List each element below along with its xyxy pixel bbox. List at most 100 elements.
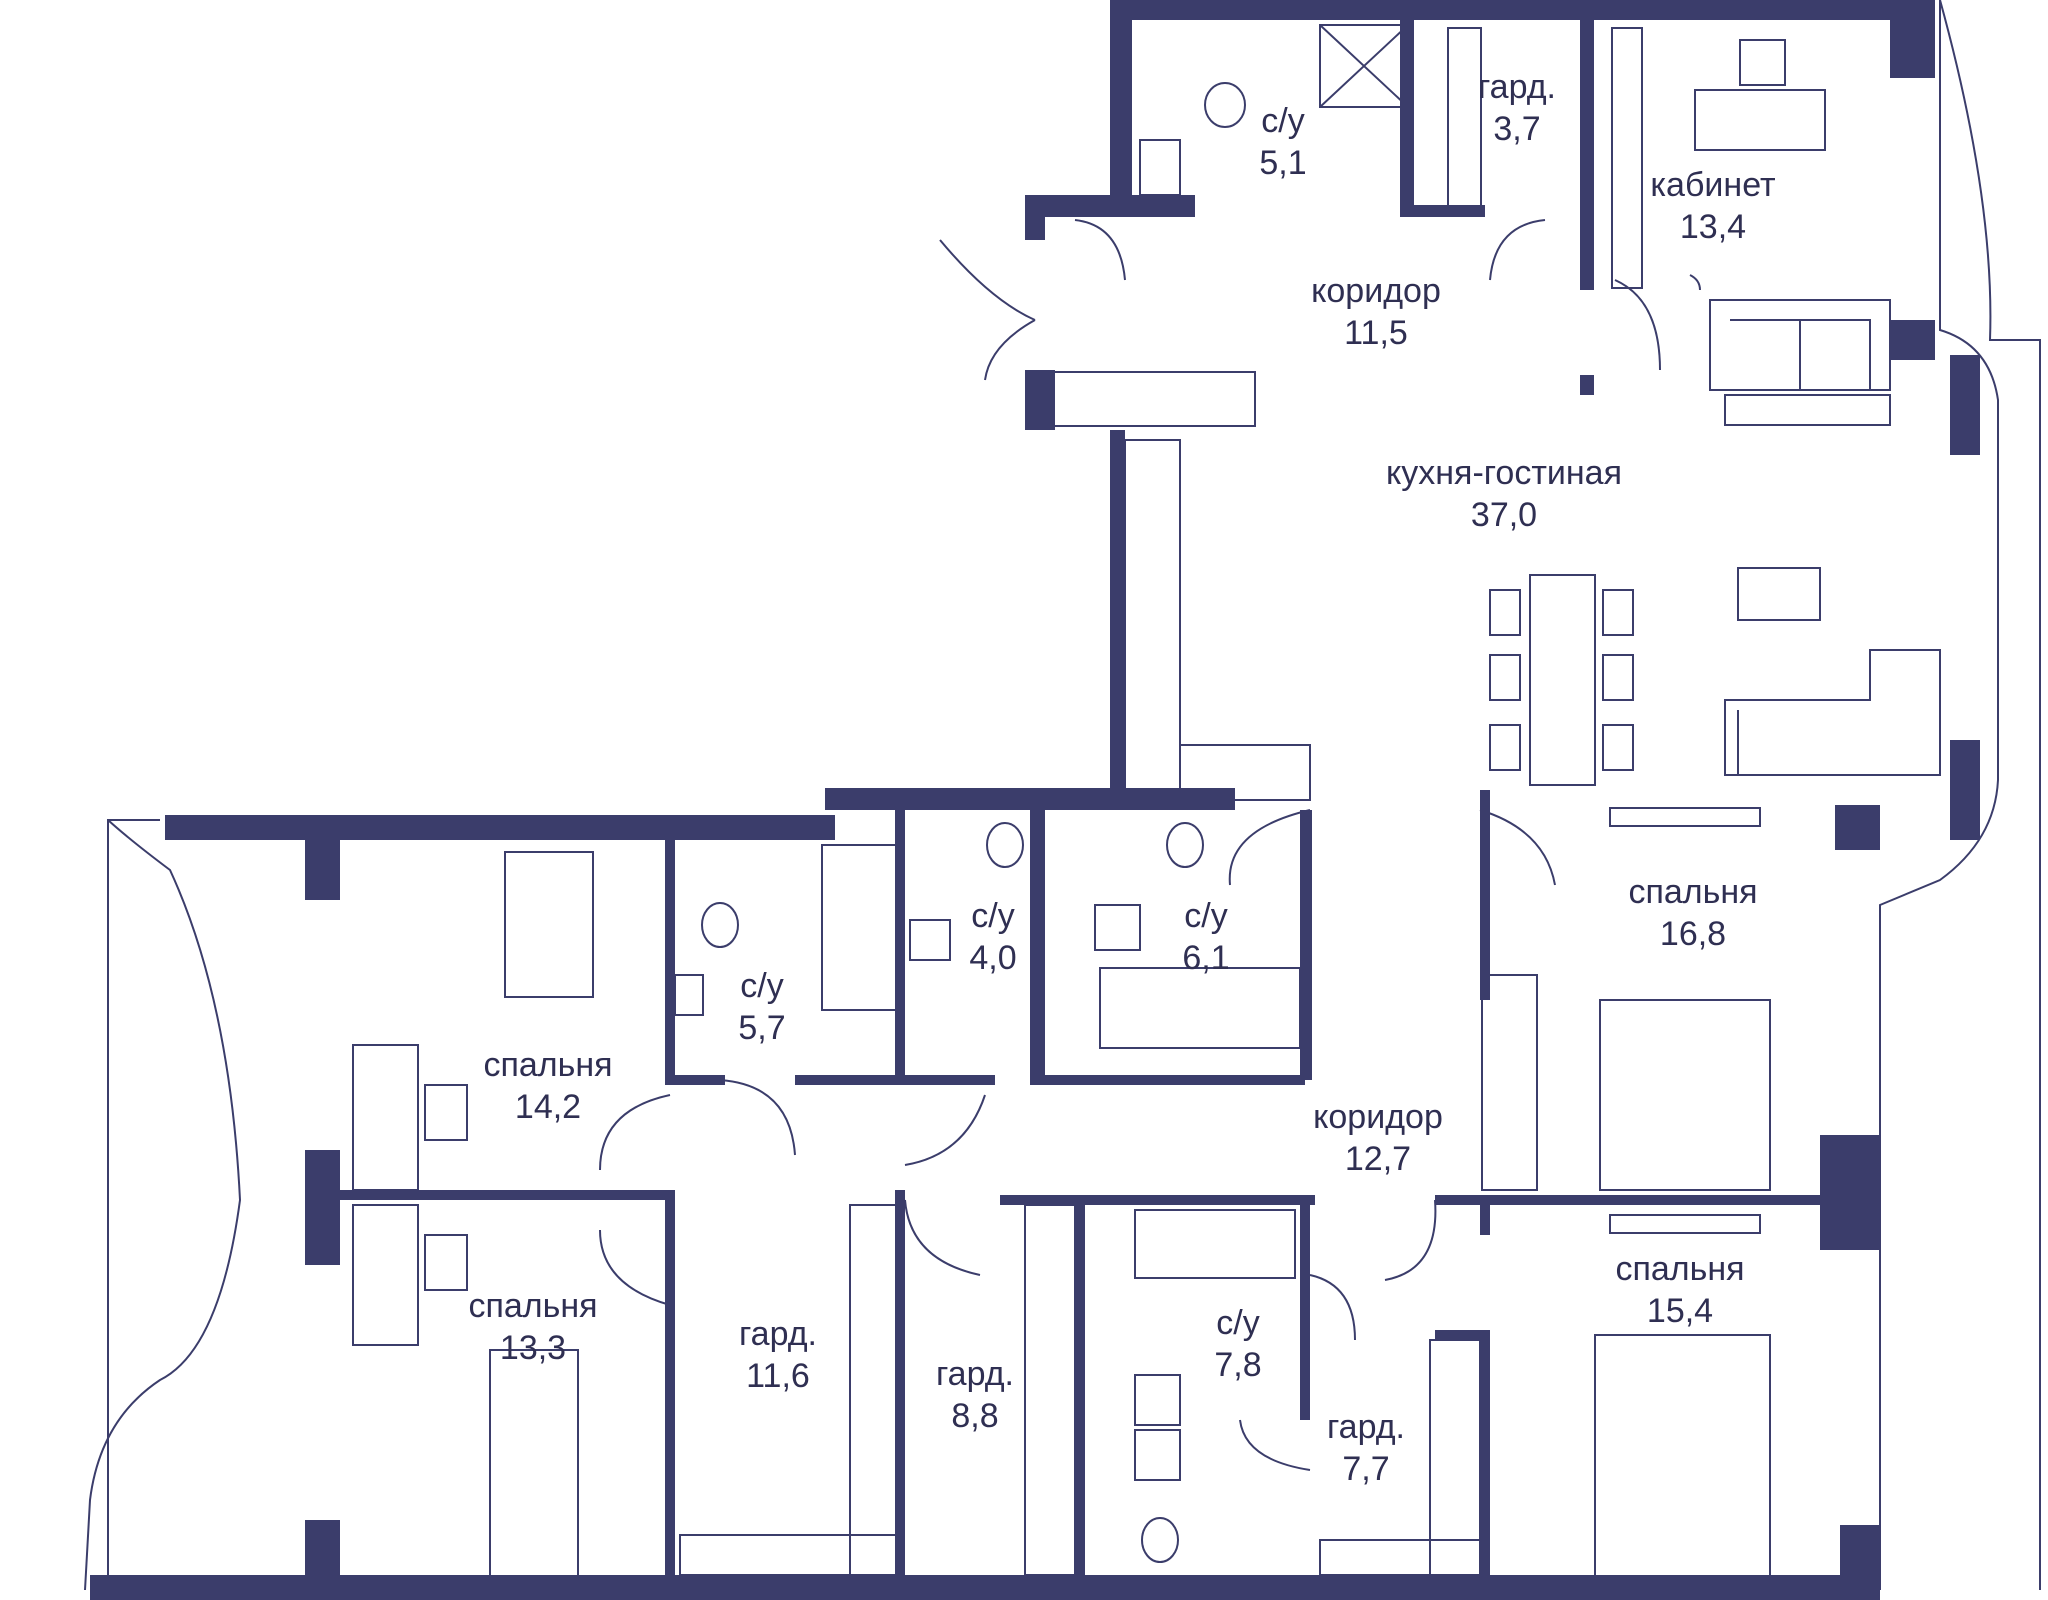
toilet-61 (1166, 822, 1204, 868)
room-label-bath-57: с/у 5,7 (738, 965, 785, 1049)
room-name: спальня (468, 1287, 598, 1325)
wall (1820, 1135, 1880, 1250)
room-area: 13,4 (1679, 208, 1747, 246)
wall (665, 840, 675, 1085)
corridor-top-shelf (1049, 371, 1256, 427)
room-label-wardrobe-116: гард. 11,6 (739, 1313, 817, 1397)
room-area: 7,7 (1342, 1450, 1390, 1488)
room-label-corridor-top: коридор 11,5 (1311, 270, 1441, 354)
toilet-40 (986, 822, 1024, 868)
room-label-bedroom-133: спальня 13,3 (468, 1285, 597, 1369)
wardrobe-168 (1481, 974, 1538, 1191)
room-area: 16,8 (1659, 915, 1727, 953)
shower-lines (1319, 24, 1409, 108)
wall (1580, 20, 1594, 290)
room-label-bath-top: с/у 5,1 (1259, 100, 1306, 184)
dining-chair (1602, 654, 1634, 701)
dining-table (1529, 574, 1596, 786)
door-arc (1074, 219, 1126, 281)
desk-142 (352, 1044, 419, 1191)
bathtub-78 (1134, 1209, 1296, 1279)
study-chair (1739, 39, 1786, 86)
room-name: с/у (740, 967, 784, 1005)
room-name: кухня-гостиная (1386, 454, 1622, 492)
wall (1030, 1075, 1305, 1085)
room-label-wardrobe-88: гард. 8,8 (936, 1353, 1014, 1437)
wardrobe-116-shelf (849, 1204, 903, 1576)
wall (1300, 1195, 1310, 1420)
room-name: с/у (1216, 1304, 1260, 1342)
wall (1000, 1195, 1080, 1205)
room-label-bath-40: с/у 4,0 (969, 895, 1016, 979)
room-name: спальня (1615, 1250, 1745, 1288)
room-area: 14,2 (514, 1088, 582, 1126)
chair-142 (424, 1084, 468, 1141)
wall (1110, 0, 1132, 205)
room-name: с/у (1261, 102, 1305, 140)
sink-40 (909, 919, 951, 961)
wall (1075, 1195, 1085, 1575)
wall (895, 810, 905, 1080)
room-label-wardrobe-top: гард. 3,7 (1478, 66, 1556, 150)
door-arc (719, 1079, 796, 1156)
sink-57 (674, 974, 704, 1016)
wall (1835, 805, 1880, 850)
wall (1025, 195, 1045, 240)
wall (1435, 1330, 1485, 1340)
room-label-bath-61: с/у 6,1 (1182, 895, 1229, 979)
wall (1300, 810, 1312, 1080)
sink-78 (1134, 1374, 1181, 1426)
door-arc (904, 1199, 981, 1276)
room-label-study: кабинет 13,4 (1650, 164, 1775, 248)
room-label-bath-78: с/у 7,8 (1214, 1302, 1261, 1386)
room-area: 15,4 (1646, 1292, 1714, 1330)
wardrobe-77-bottom (1319, 1539, 1481, 1576)
left-balcony-outline (84, 819, 242, 1600)
door-arc (1689, 274, 1701, 291)
toilet (1204, 82, 1246, 128)
room-area: 11,5 (1344, 314, 1408, 352)
kitchen-counter (1124, 439, 1181, 801)
sink (1139, 139, 1181, 196)
wall (1030, 810, 1045, 1080)
wardrobe-77-shelf (1429, 1339, 1481, 1581)
room-area: 7,8 (1214, 1346, 1262, 1384)
door-arc (1489, 219, 1546, 281)
study-sofa (1709, 299, 1891, 391)
coffee-table (1737, 567, 1821, 621)
wall (330, 1190, 675, 1200)
wall (665, 1075, 725, 1085)
study-shelf (1611, 27, 1643, 289)
room-name: гард. (1478, 68, 1556, 106)
study-desk (1694, 89, 1826, 151)
wall (1025, 370, 1055, 430)
wall (1950, 740, 1980, 840)
wall (1480, 1195, 1880, 1205)
door-arc (1228, 809, 1311, 886)
door-arc (1384, 1199, 1437, 1281)
room-area: 3,7 (1493, 110, 1541, 148)
wall (895, 1190, 905, 1580)
room-label-bedroom-154: спальня 15,4 (1615, 1248, 1744, 1332)
wall (165, 815, 835, 840)
room-name: гард. (936, 1355, 1014, 1393)
room-area: 5,7 (738, 1009, 786, 1047)
wall (1110, 430, 1125, 800)
walls (90, 0, 1980, 1600)
wall (1025, 195, 1190, 217)
sofa (1724, 649, 1941, 776)
room-label-corridor-main: коридор 12,7 (1313, 1096, 1443, 1180)
wall (1480, 790, 1490, 1000)
tv-154 (1609, 1214, 1761, 1234)
room-label-bedroom-142: спальня 14,2 (483, 1044, 612, 1128)
room-label-wardrobe-77: гард. 7,7 (1327, 1406, 1405, 1490)
desk-133 (352, 1204, 419, 1346)
room-name: с/у (1184, 897, 1228, 935)
wall (90, 1575, 1880, 1600)
room-area: 37,0 (1470, 496, 1538, 534)
room-name: коридор (1311, 272, 1441, 310)
room-area: 5,1 (1259, 144, 1307, 182)
entry-door (939, 239, 1036, 381)
wall (825, 788, 1235, 810)
room-area: 8,8 (951, 1397, 999, 1435)
